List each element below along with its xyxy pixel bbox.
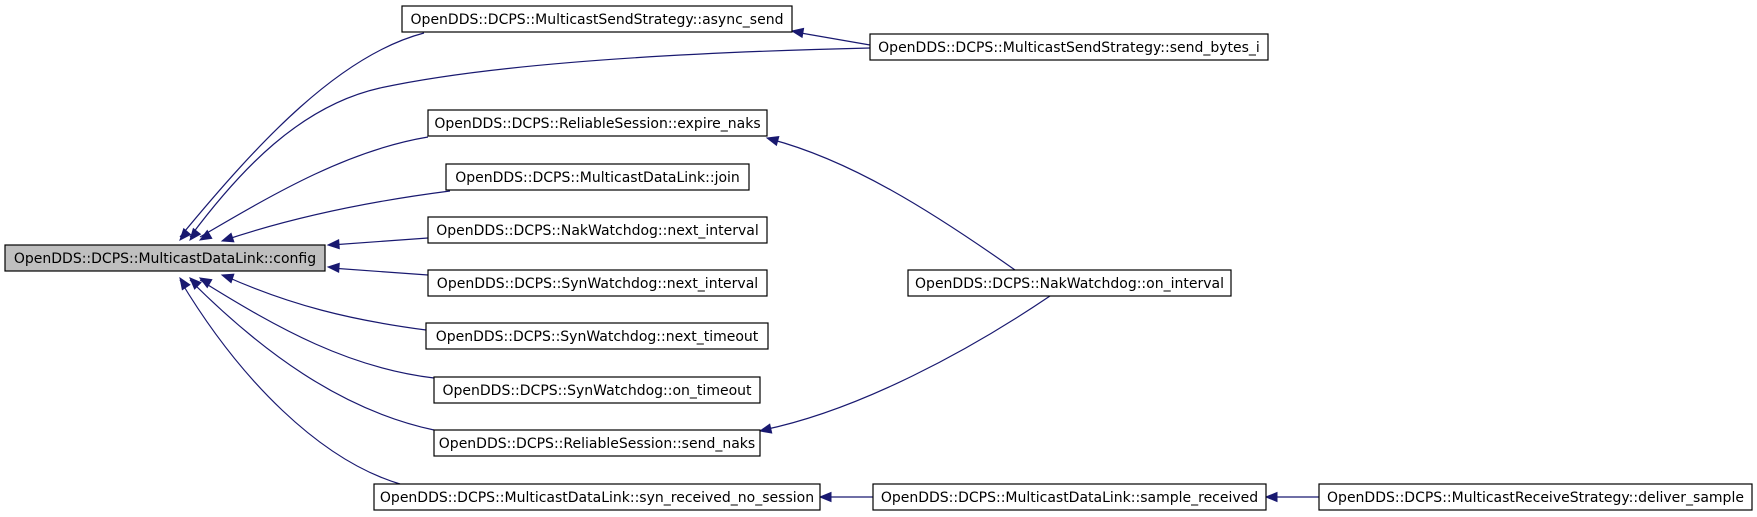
- node-box[interactable]: [872, 483, 1267, 511]
- node-label: OpenDDS::DCPS::MulticastSendStrategy::se…: [878, 40, 1260, 56]
- edge-line: [224, 190, 451, 241]
- arrowhead-icon: [765, 135, 780, 147]
- node-syn-received-no-session[interactable]: OpenDDS::DCPS::MulticastDataLink::syn_re…: [373, 483, 821, 511]
- node-syn-on-timeout[interactable]: OpenDDS::DCPS::SynWatchdog::on_timeout: [433, 376, 761, 404]
- node-sample-received[interactable]: OpenDDS::DCPS::MulticastDataLink::sample…: [872, 483, 1267, 511]
- node-label: OpenDDS::DCPS::NakWatchdog::on_interval: [915, 276, 1224, 292]
- node-nak-on-interval[interactable]: OpenDDS::DCPS::NakWatchdog::on_interval: [907, 269, 1232, 297]
- node-syn-next-interval[interactable]: OpenDDS::DCPS::SynWatchdog::next_interva…: [427, 269, 768, 297]
- node-box[interactable]: [427, 216, 768, 244]
- node-label: OpenDDS::DCPS::MulticastDataLink::join: [455, 170, 740, 186]
- node-box[interactable]: [401, 5, 793, 33]
- node-join[interactable]: OpenDDS::DCPS::MulticastDataLink::join: [445, 163, 750, 191]
- node-label: OpenDDS::DCPS::ReliableSession::send_nak…: [439, 436, 755, 452]
- node-label: OpenDDS::DCPS::MulticastDataLink::sample…: [881, 490, 1258, 506]
- node-label: OpenDDS::DCPS::MulticastReceiveStrategy:…: [1327, 490, 1744, 506]
- arrowhead-icon: [818, 491, 832, 503]
- edge-line: [189, 47, 871, 238]
- edges-layer: [179, 27, 1319, 503]
- edge-syn_on_timeout-to-config: [198, 277, 435, 379]
- node-label: OpenDDS::DCPS::SynWatchdog::next_interva…: [437, 276, 758, 292]
- edge-nak_next_interval-to-config: [326, 237, 429, 250]
- node-label: OpenDDS::DCPS::NakWatchdog::next_interva…: [436, 223, 759, 239]
- node-label: OpenDDS::DCPS::SynWatchdog::on_timeout: [443, 383, 753, 399]
- node-box[interactable]: [425, 322, 769, 350]
- arrowhead-icon: [758, 423, 773, 434]
- arrowhead-icon: [179, 227, 192, 242]
- node-box[interactable]: [869, 33, 1269, 61]
- edge-send_bytes_i-to-async_send: [790, 27, 871, 46]
- arrowhead-icon: [1264, 491, 1278, 503]
- edge-line: [769, 138, 1016, 271]
- node-expire-naks[interactable]: OpenDDS::DCPS::ReliableSession::expire_n…: [427, 109, 768, 137]
- edge-sample_received-to-syn_received_no_session: [818, 491, 873, 503]
- arrowhead-icon: [189, 227, 202, 242]
- node-box[interactable]: [433, 429, 761, 457]
- edge-nak_on_interval-to-expire_naks: [765, 135, 1016, 271]
- node-label: OpenDDS::DCPS::MulticastSendStrategy::as…: [411, 12, 784, 28]
- node-send-naks[interactable]: OpenDDS::DCPS::ReliableSession::send_nak…: [433, 429, 761, 457]
- edge-line: [179, 279, 401, 485]
- node-box[interactable]: [4, 244, 326, 272]
- node-box[interactable]: [373, 483, 821, 511]
- node-label: OpenDDS::DCPS::ReliableSession::expire_n…: [434, 116, 760, 132]
- node-box[interactable]: [1318, 483, 1753, 511]
- edge-line: [199, 136, 429, 238]
- edge-async_send-to-config: [179, 32, 425, 242]
- arrowhead-icon: [220, 273, 235, 284]
- edge-line: [224, 275, 427, 331]
- arrowhead-icon: [220, 232, 235, 243]
- edge-expire_naks-to-config: [198, 136, 429, 241]
- node-box[interactable]: [427, 109, 768, 137]
- edge-deliver_sample-to-sample_received: [1264, 491, 1319, 503]
- edge-syn_next_interval-to-config: [326, 262, 429, 276]
- node-box[interactable]: [433, 376, 761, 404]
- edge-nak_on_interval-to-send_naks: [758, 295, 1051, 434]
- edge-line: [330, 237, 429, 246]
- node-box[interactable]: [445, 163, 750, 191]
- node-label: OpenDDS::DCPS::MulticastDataLink::config: [14, 251, 316, 267]
- node-nak-next-interval[interactable]: OpenDDS::DCPS::NakWatchdog::next_interva…: [427, 216, 768, 244]
- edge-send_bytes_i-to-config: [189, 47, 871, 242]
- edge-line: [199, 279, 435, 379]
- arrowhead-icon: [189, 277, 202, 290]
- edge-line: [762, 295, 1051, 431]
- arrowhead-icon: [198, 229, 213, 241]
- edge-join-to-config: [220, 190, 451, 243]
- node-deliver-sample[interactable]: OpenDDS::DCPS::MulticastReceiveStrategy:…: [1318, 483, 1753, 511]
- node-config[interactable]: OpenDDS::DCPS::MulticastDataLink::config: [4, 244, 326, 272]
- edge-line: [179, 32, 425, 238]
- edge-syn_received_no_session-to-config: [179, 276, 401, 485]
- node-label: OpenDDS::DCPS::SynWatchdog::next_timeout: [436, 329, 759, 345]
- edge-send_naks-to-config: [189, 277, 435, 431]
- node-async-send[interactable]: OpenDDS::DCPS::MulticastSendStrategy::as…: [401, 5, 793, 33]
- node-box[interactable]: [907, 269, 1232, 297]
- edge-line: [794, 31, 871, 46]
- arrowhead-icon: [198, 277, 213, 289]
- edge-line: [189, 279, 435, 431]
- arrowhead-icon: [179, 276, 191, 291]
- node-label: OpenDDS::DCPS::MulticastDataLink::syn_re…: [380, 490, 814, 506]
- edge-syn_next_timeout-to-config: [220, 273, 427, 331]
- node-send-bytes-i[interactable]: OpenDDS::DCPS::MulticastSendStrategy::se…: [869, 33, 1269, 61]
- edge-line: [330, 267, 429, 276]
- nodes-layer: OpenDDS::DCPS::MulticastDataLink::config…: [4, 5, 1753, 511]
- node-syn-next-timeout[interactable]: OpenDDS::DCPS::SynWatchdog::next_timeout: [425, 322, 769, 350]
- arrowhead-icon: [326, 238, 340, 250]
- arrowhead-icon: [326, 262, 340, 274]
- arrowhead-icon: [790, 27, 805, 39]
- node-box[interactable]: [427, 269, 768, 297]
